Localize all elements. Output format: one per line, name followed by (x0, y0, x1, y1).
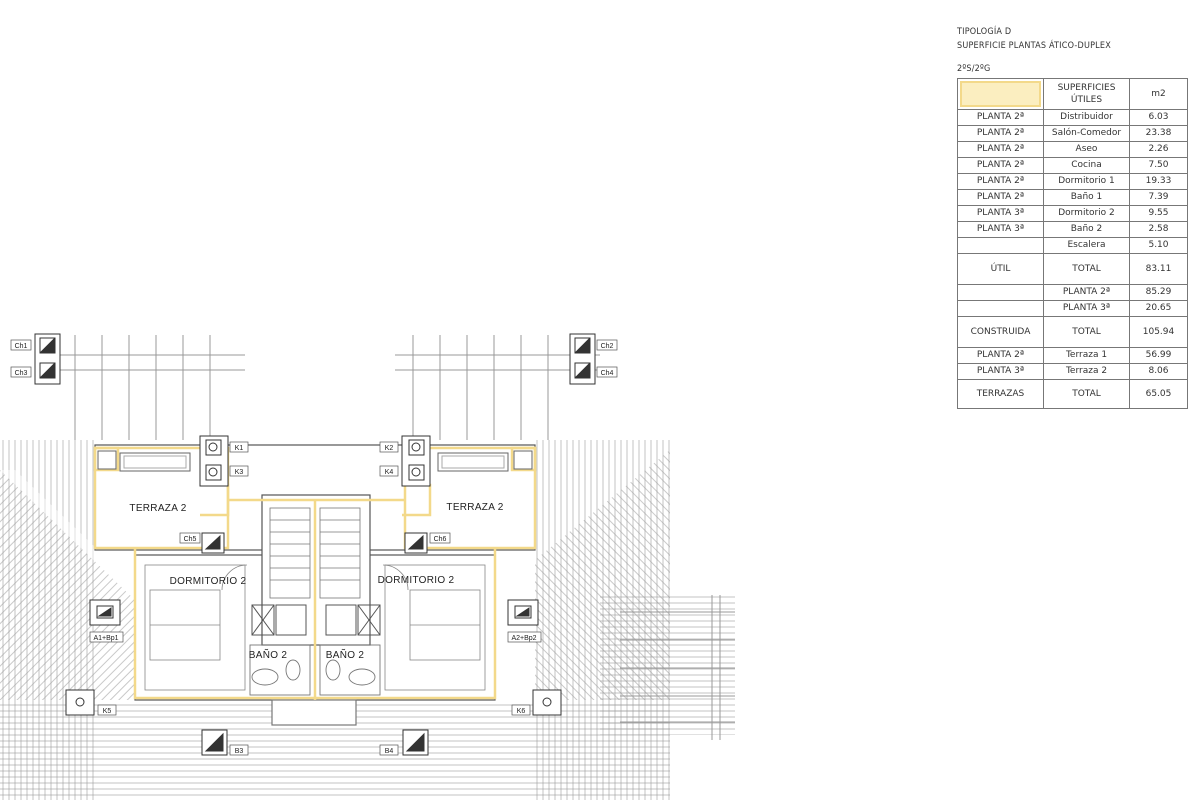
tag-ch4: Ch4 (601, 370, 614, 377)
tag-b3: B3 (235, 748, 244, 755)
bath-left-label: BAÑO 2 (249, 648, 288, 661)
terrace-highlight (93, 446, 537, 700)
chimney-symbols (34, 333, 596, 756)
bedroom-right (382, 564, 486, 691)
bedroom-left-label: DORMITORIO 2 (170, 576, 247, 587)
shafts (251, 604, 381, 636)
tag-k5: K5 (103, 708, 112, 715)
staircase (269, 507, 361, 599)
tag-boxes (10, 339, 618, 756)
bedroom-right-label: DORMITORIO 2 (378, 575, 455, 586)
typology-title: TIPOLOGÍA D (957, 27, 1012, 37)
table-header-row: SUPERFICIES ÚTILES m2 (957, 78, 1188, 110)
pergola-right (395, 335, 600, 440)
tag-k3: K3 (235, 469, 244, 476)
tag-b4: B4 (385, 748, 394, 755)
pergola-lower-right (620, 595, 735, 740)
terrazas-label: TERRAZAS (957, 379, 1044, 409)
terrazas-total-label: TOTAL (1043, 379, 1130, 409)
tag-a1: A1+Bp1 (93, 635, 118, 642)
tag-k4: K4 (385, 469, 394, 476)
surface-title: SUPERFICIE PLANTAS ÁTICO-DUPLEX (957, 41, 1111, 51)
tag-ch5: Ch5 (184, 536, 197, 543)
terrazas-total-value: 65.05 (1129, 379, 1188, 409)
planters (97, 450, 533, 472)
bath-right-label: BAÑO 2 (326, 648, 365, 661)
tag-k1: K1 (235, 445, 244, 452)
tag-a2: A2+Bp2 (511, 635, 536, 642)
bedroom-left (144, 564, 248, 691)
legend-swatch (957, 78, 1044, 110)
terrace-right-label: TERRAZA 2 (446, 502, 503, 513)
tag-k2: K2 (385, 445, 394, 452)
unit-subtitle: 2ºS/2ºG (957, 64, 991, 74)
pergola-left (40, 335, 245, 440)
tag-k6: K6 (517, 708, 526, 715)
tag-ch3: Ch3 (15, 370, 28, 377)
bath-fixtures (249, 644, 381, 696)
tag-ch2: Ch2 (601, 343, 614, 350)
terrace-left-label: TERRAZA 2 (129, 503, 186, 514)
tag-ch1: Ch1 (15, 343, 28, 350)
tag-ch6: Ch6 (434, 536, 447, 543)
